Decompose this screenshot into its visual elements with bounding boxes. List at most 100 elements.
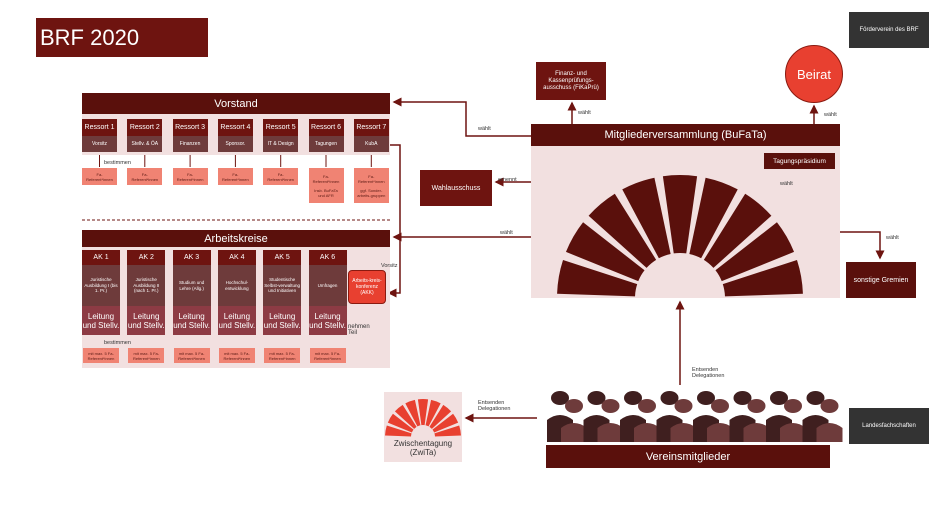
person-head: [784, 399, 802, 413]
ressort-number[interactable]: Ressort 6: [308, 119, 344, 136]
person-body: [743, 423, 770, 442]
person-body: [561, 423, 587, 442]
fan-segment: [405, 399, 421, 427]
ak-number[interactable]: AK 5: [263, 250, 302, 265]
fan-segment: [434, 425, 461, 437]
person-head: [697, 391, 715, 405]
fan-segment: [557, 260, 638, 297]
person-head: [770, 391, 788, 405]
ak-number[interactable]: AK 1: [82, 250, 120, 265]
ak-name[interactable]: Studium und Lehre (Allg.): [172, 265, 211, 306]
person-body: [597, 423, 624, 442]
person-head: [806, 391, 825, 405]
ressort-name[interactable]: Sponsor.: [217, 136, 253, 152]
ak-name[interactable]: Juristische Ausbildung II (nach 1. Pr.): [127, 265, 166, 306]
wahlausschuss-box[interactable]: Wahlausschuss: [420, 170, 492, 206]
tagungspraesidium-box[interactable]: Tagungspräsidium: [764, 153, 835, 169]
ressort-extra: ggf. Sonder-arbeits-gruppen: [357, 187, 386, 198]
entsenden-label: Entsenden Delegationen: [692, 367, 725, 379]
ak-number[interactable]: AK 4: [217, 250, 256, 265]
ak-referents: mit max. 5 Fa-Referent*innen: [128, 348, 165, 363]
ak-referents: mit max. 5 Fa-Referent*innen: [264, 348, 301, 363]
ak-bestimmen-label: bestimmen: [104, 340, 131, 346]
foerderverein-box[interactable]: Förderverein des BRF: [849, 12, 929, 48]
fan-segment: [722, 260, 803, 297]
ressort-number[interactable]: Ressort 4: [217, 119, 253, 136]
fan-segment: [429, 404, 452, 429]
ak-name[interactable]: Studentische Selbst-verwaltung und Initi…: [263, 265, 302, 306]
fan-segment: [425, 399, 441, 427]
akk-box[interactable]: Arbeits-kreis-konferenz (AKK): [348, 270, 386, 304]
ressort-referents-box: Fa-Referent*innen: [127, 168, 163, 185]
person-head: [551, 391, 569, 405]
ressort-name[interactable]: Vorsitz: [82, 136, 117, 152]
ressort-name[interactable]: KubA: [353, 136, 389, 152]
ak-leitung[interactable]: Leitung und Stellv.: [263, 306, 302, 335]
arbeitskreise-header[interactable]: Arbeitskreise: [82, 230, 390, 247]
ak-leitung[interactable]: Leitung und Stellv.: [217, 306, 256, 335]
zwita-label: Zwischentagung (ZwiTa): [393, 439, 453, 457]
ak-referents: mit max. 5 Fa-Referent*innen: [309, 348, 346, 363]
ak-referents: mit max. 5 Fa-Referent*innen: [83, 348, 119, 363]
person-head: [624, 391, 642, 405]
ak-referents: mit max. 5 Fa-Referent*innen: [218, 348, 255, 363]
fan-segment: [689, 177, 738, 259]
entsenden-label: Entsenden Delegationen: [478, 400, 511, 412]
fikapru-box[interactable]: Finanz- und Kassenprüfungs-ausschuss (Fi…: [536, 62, 606, 100]
person-head: [820, 399, 839, 413]
ressort-name[interactable]: Stellv. & ÖA: [127, 136, 163, 152]
page-title: BRF 2020: [36, 18, 208, 57]
ak-leitung[interactable]: Leitung und Stellv.: [127, 306, 166, 335]
ressort-referents-box: Fa-Referent*innen: [263, 168, 299, 185]
ressort-referents: Fa-Referent*innen: [86, 171, 113, 182]
ressort-number[interactable]: Ressort 3: [172, 119, 208, 136]
sonstige-gremien-box[interactable]: sonstige Gremien: [846, 262, 916, 298]
ressort-number[interactable]: Ressort 7: [353, 119, 389, 136]
ressort-number[interactable]: Ressort 5: [263, 119, 299, 136]
ak-number[interactable]: AK 6: [308, 250, 347, 265]
ak-name[interactable]: Hochschul-entwicklung: [217, 265, 256, 306]
fan-segment: [387, 413, 414, 433]
person-head: [674, 399, 693, 413]
ak-name[interactable]: Juristische Ausbildung I (bis 1. Pr.): [82, 265, 120, 306]
ressort-name[interactable]: Finanzen: [172, 136, 208, 152]
person-head: [601, 399, 620, 413]
ak-referents: mit max. 5 Fa-Referent*innen: [173, 348, 210, 363]
vorstand-header[interactable]: Vorstand: [82, 93, 390, 114]
mv-header[interactable]: Mitgliederversammlung (BuFaTa): [531, 124, 840, 146]
ak-leitung[interactable]: Leitung und Stellv.: [82, 306, 120, 335]
fan-segment: [394, 404, 417, 429]
ressort-referents-box: Fa-Referent*innen: [82, 168, 117, 185]
beirat-circle[interactable]: Beirat: [785, 45, 843, 103]
ressort-referents: Fa-Referent*innen: [176, 171, 204, 182]
waehlt-label: wählt: [578, 110, 591, 116]
ressort-referents: Fa-Referent*innen: [222, 171, 249, 182]
ernennt-label: ernennt: [498, 177, 517, 183]
ak-leitung[interactable]: Leitung und Stellv.: [172, 306, 211, 335]
ressort-number[interactable]: Ressort 2: [127, 119, 163, 136]
ressort-number[interactable]: Ressort 1: [82, 119, 117, 136]
fan-segment: [662, 175, 698, 254]
fan-segment: [715, 222, 795, 282]
fan-segment: [588, 193, 657, 268]
ak-number[interactable]: AK 2: [127, 250, 166, 265]
waehlt-label: wählt: [478, 126, 491, 132]
person-body: [634, 423, 660, 442]
person-head: [638, 399, 656, 413]
waehlt-label: wählt: [824, 112, 837, 118]
ak-leitung[interactable]: Leitung und Stellv.: [308, 306, 347, 335]
ressort-referents-box: Fa-Referent*innen: [217, 168, 253, 185]
ak-number[interactable]: AK 3: [172, 250, 211, 265]
waehlt-label: wählt: [500, 230, 513, 236]
nehmen-teil-label: nehmen Teil: [348, 324, 370, 336]
person-head: [747, 399, 766, 413]
landesfachschaften-box[interactable]: Landesfachschaften: [849, 408, 929, 444]
ak-name[interactable]: Umfragen: [308, 265, 347, 306]
person-body: [670, 423, 697, 442]
ressort-name[interactable]: Tagungen: [308, 136, 344, 152]
ressort-name[interactable]: IT & Design: [263, 136, 299, 152]
vereinsmitglieder-bar[interactable]: Vereinsmitglieder: [546, 445, 830, 468]
